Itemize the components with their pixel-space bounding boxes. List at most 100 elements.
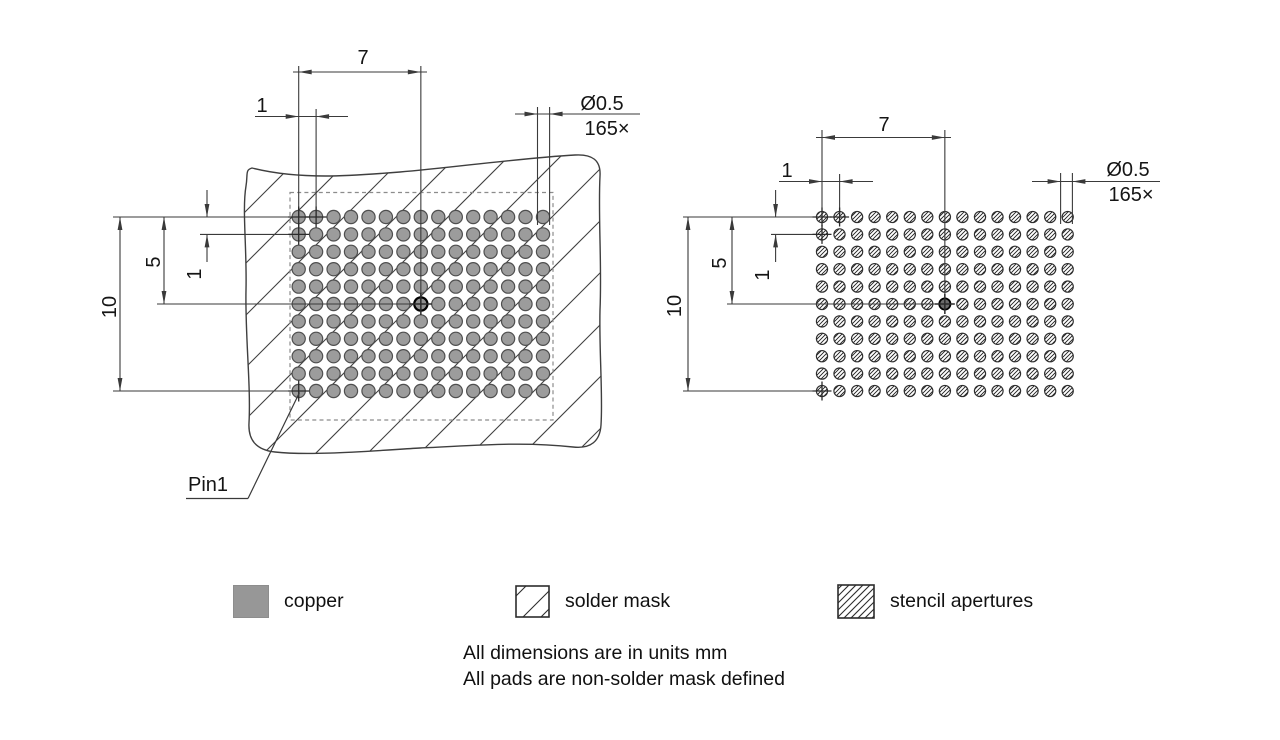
- aperture: [815, 367, 829, 380]
- aperture: [868, 367, 881, 380]
- pad: [361, 262, 376, 277]
- aperture: [1008, 210, 1022, 224]
- aperture: [815, 263, 829, 276]
- pad: [448, 331, 463, 346]
- pad: [431, 279, 446, 294]
- pad: [448, 279, 463, 294]
- pad: [535, 279, 551, 294]
- aperture: [833, 280, 846, 293]
- pad: [326, 383, 341, 399]
- aperture: [868, 210, 881, 224]
- aperture: [1008, 350, 1022, 363]
- aperture: [903, 280, 916, 293]
- aperture: [886, 332, 899, 345]
- aperture: [886, 245, 899, 258]
- aperture: [815, 350, 829, 363]
- aperture: [1061, 350, 1074, 363]
- aperture: [1044, 350, 1057, 363]
- stencil-apertures-swatch: [837, 584, 875, 619]
- pad: [448, 383, 463, 399]
- aperture: [956, 315, 969, 328]
- pad: [431, 209, 446, 225]
- aperture: [903, 210, 916, 224]
- dim-label-pitch-h: 1: [256, 95, 267, 117]
- aperture: [991, 350, 1004, 363]
- pad: [378, 262, 394, 277]
- aperture: [886, 367, 899, 380]
- aperture: [868, 245, 881, 258]
- aperture: [938, 332, 952, 345]
- solder-mask-hatch: [244, 154, 602, 454]
- pad: [535, 244, 551, 259]
- aperture: [1026, 263, 1039, 276]
- aperture: [956, 245, 969, 258]
- aperture-grid: [815, 210, 1074, 398]
- pad: [396, 314, 411, 329]
- pad: [500, 383, 516, 399]
- pad: [308, 279, 324, 294]
- pad: [518, 349, 533, 364]
- pad: [291, 279, 306, 294]
- pad: [500, 366, 516, 381]
- pad: [500, 279, 516, 294]
- aperture: [1061, 280, 1074, 293]
- aperture: [1061, 384, 1074, 398]
- copper-swatch: [233, 585, 269, 618]
- aperture: [938, 384, 952, 398]
- pad: [361, 331, 376, 346]
- pad: [431, 296, 446, 312]
- aperture: [938, 350, 952, 363]
- note-nsmd: All pads are non-solder mask defined: [463, 667, 785, 690]
- pad: [326, 366, 341, 381]
- aperture: [991, 332, 1004, 345]
- pad: [308, 366, 324, 381]
- aperture: [833, 263, 846, 276]
- pad: [361, 383, 376, 399]
- pad: [483, 262, 498, 277]
- pad: [518, 262, 533, 277]
- pad: [466, 331, 481, 346]
- pad: [500, 349, 516, 364]
- aperture: [1026, 280, 1039, 293]
- pad: [413, 331, 428, 346]
- aperture: [1026, 297, 1039, 311]
- dim-label-count: 165×: [1108, 184, 1153, 206]
- aperture: [1044, 280, 1057, 293]
- pad: [326, 331, 341, 346]
- aperture: [886, 210, 899, 224]
- pad: [535, 383, 551, 399]
- pad: [378, 314, 394, 329]
- aperture: [833, 384, 846, 398]
- dim-label-diameter: Ø0.5: [580, 93, 623, 115]
- pad: [326, 279, 341, 294]
- pad: [361, 244, 376, 259]
- dim-label-pitch-v: 1: [184, 268, 206, 279]
- aperture: [991, 263, 1004, 276]
- pad: [535, 209, 551, 225]
- drawing-notes: All dimensions are in units mm All pads …: [463, 641, 785, 692]
- dim-label-span-h: 7: [878, 114, 889, 136]
- pad: [466, 314, 481, 329]
- aperture: [886, 280, 899, 293]
- aperture: [850, 367, 864, 380]
- pad: [343, 366, 359, 381]
- dim-label-pitch-h: 1: [781, 160, 792, 182]
- pad: [466, 279, 481, 294]
- pad: [343, 349, 359, 364]
- aperture: [973, 367, 987, 380]
- pad: [500, 331, 516, 346]
- pad: [291, 331, 306, 346]
- aperture: [973, 280, 987, 293]
- pad: [326, 349, 341, 364]
- pad: [518, 314, 533, 329]
- aperture: [833, 332, 846, 345]
- pad: [361, 366, 376, 381]
- pad: [483, 244, 498, 259]
- pad: [448, 296, 463, 312]
- aperture: [1008, 332, 1022, 345]
- pad: [448, 366, 463, 381]
- pad: [291, 244, 306, 259]
